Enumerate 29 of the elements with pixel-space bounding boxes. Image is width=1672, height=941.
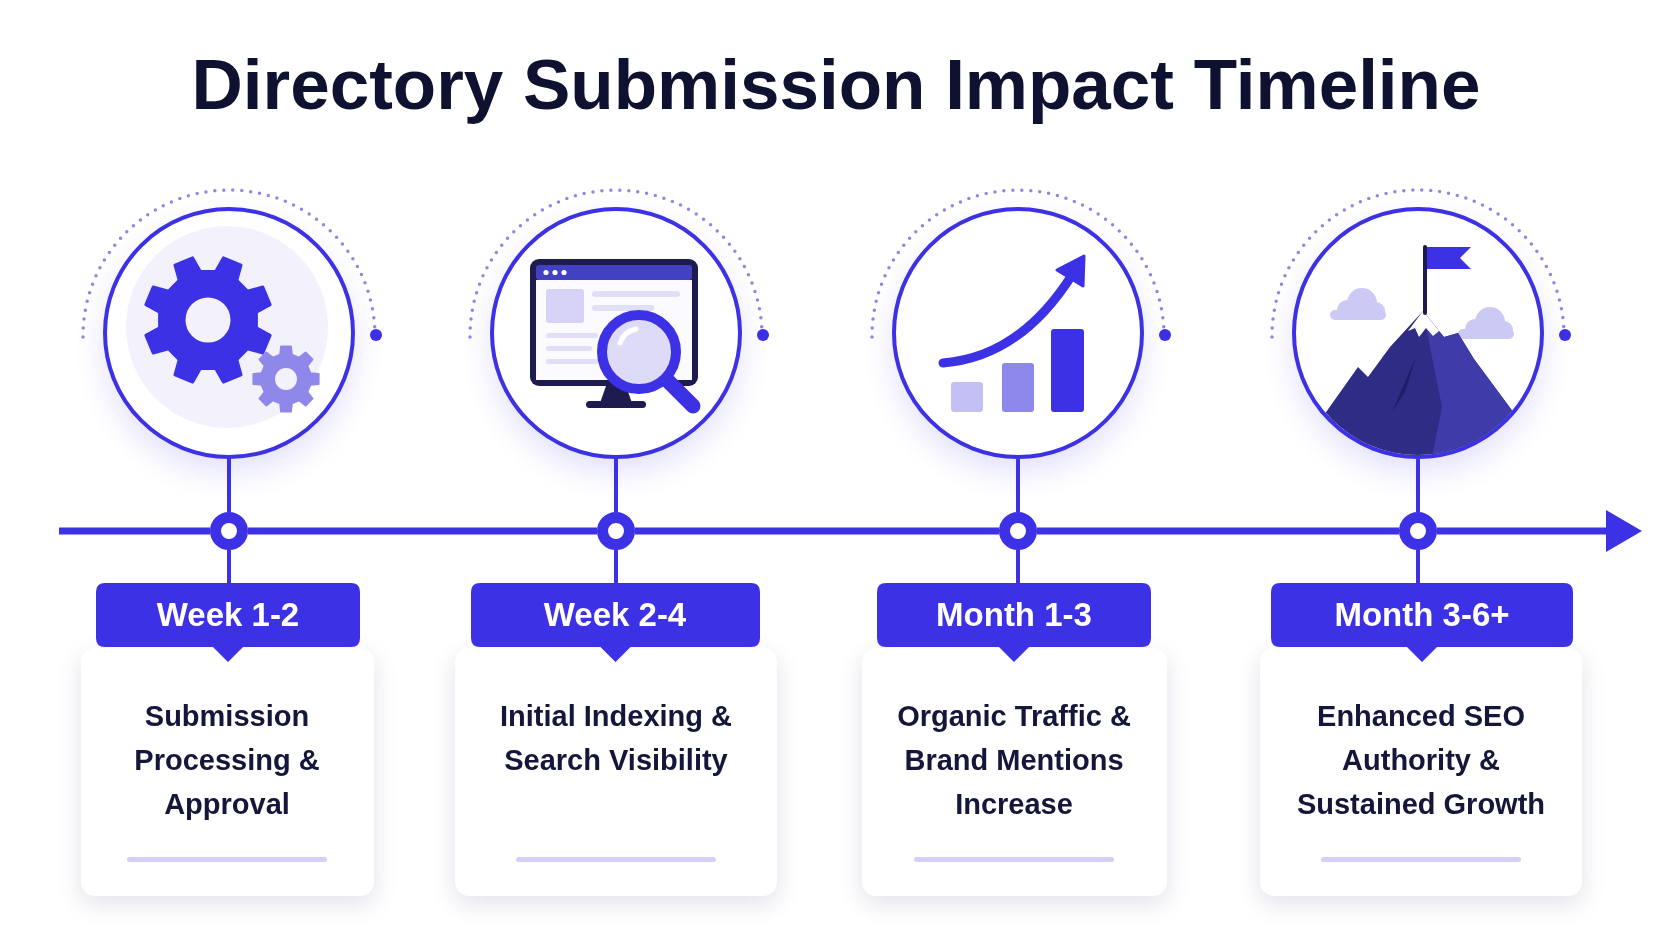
- timeline-line: [248, 527, 597, 535]
- timeline-arrow: [1437, 510, 1642, 552]
- description-card: [80, 648, 374, 896]
- connector-line: [614, 459, 618, 512]
- period-label: Month 1-3: [877, 583, 1151, 663]
- timeline-marker: [1399, 512, 1437, 550]
- timeline-line: [1037, 527, 1399, 535]
- connector-line: [227, 550, 231, 583]
- description-text: Organic Traffic & Brand Mentions Increase: [896, 699, 1132, 822]
- connector-line: [1016, 550, 1020, 583]
- period-label: Week 1-2: [96, 583, 360, 663]
- connector-line: [1416, 459, 1420, 512]
- description-text: Enhanced SEO Authority & Sustained Growth: [1295, 699, 1547, 822]
- description-card: [861, 648, 1167, 896]
- description-card: [455, 648, 777, 896]
- connector-line: [614, 550, 618, 583]
- description-text: Submission Processing & Approval: [133, 699, 321, 822]
- timeline-marker: [999, 512, 1037, 550]
- title: Directory Submission Impact Timeline: [191, 44, 1481, 126]
- connector-line: [1416, 550, 1420, 583]
- period-label: Month 3-6+: [1271, 583, 1573, 663]
- timeline-marker: [597, 512, 635, 550]
- description-text: Initial Indexing & Search Visibility: [499, 699, 733, 778]
- timeline-line: [635, 527, 999, 535]
- connector-line: [227, 459, 231, 512]
- period-label: Week 2-4: [470, 583, 760, 663]
- description-card: [1260, 648, 1582, 896]
- connector-line: [1016, 459, 1020, 512]
- timeline-marker: [210, 512, 248, 550]
